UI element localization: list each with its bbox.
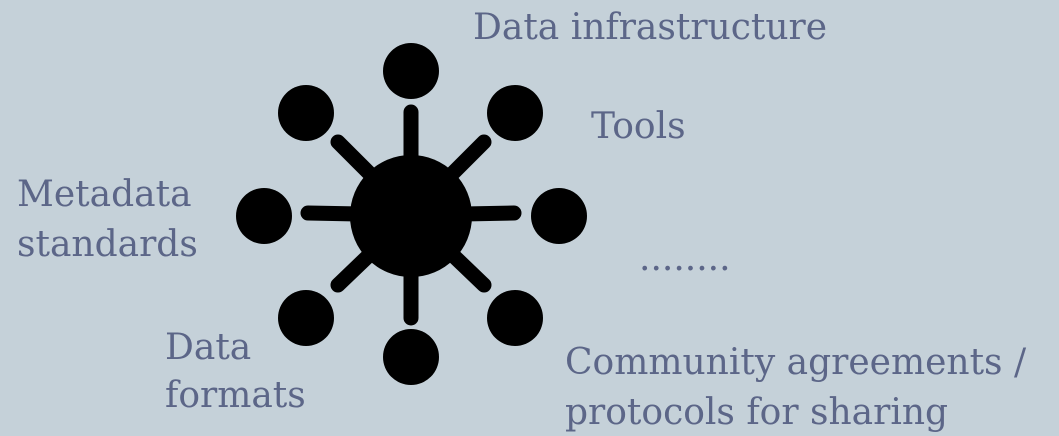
- node-sw: [278, 290, 334, 346]
- node-ne: [487, 85, 543, 141]
- label-metadata-line2: standards: [17, 224, 198, 265]
- label-community-line1: Community agreements /: [565, 342, 1027, 383]
- node-nw: [278, 85, 334, 141]
- node-s: [383, 329, 439, 385]
- label-data-infrastructure: Data infrastructure: [473, 7, 828, 48]
- label-tools: Tools: [591, 106, 686, 147]
- hub-center: [350, 155, 472, 277]
- node-w: [236, 188, 292, 244]
- label-data-formats-line1: Data: [165, 327, 252, 368]
- node-e: [531, 188, 587, 244]
- label-metadata-line1: Metadata: [17, 174, 192, 215]
- node-n: [383, 43, 439, 99]
- label-ellipsis: ........: [639, 238, 731, 279]
- label-community-line2: protocols for sharing: [565, 392, 949, 433]
- node-se: [487, 290, 543, 346]
- label-data-formats-line2: formats: [165, 375, 306, 416]
